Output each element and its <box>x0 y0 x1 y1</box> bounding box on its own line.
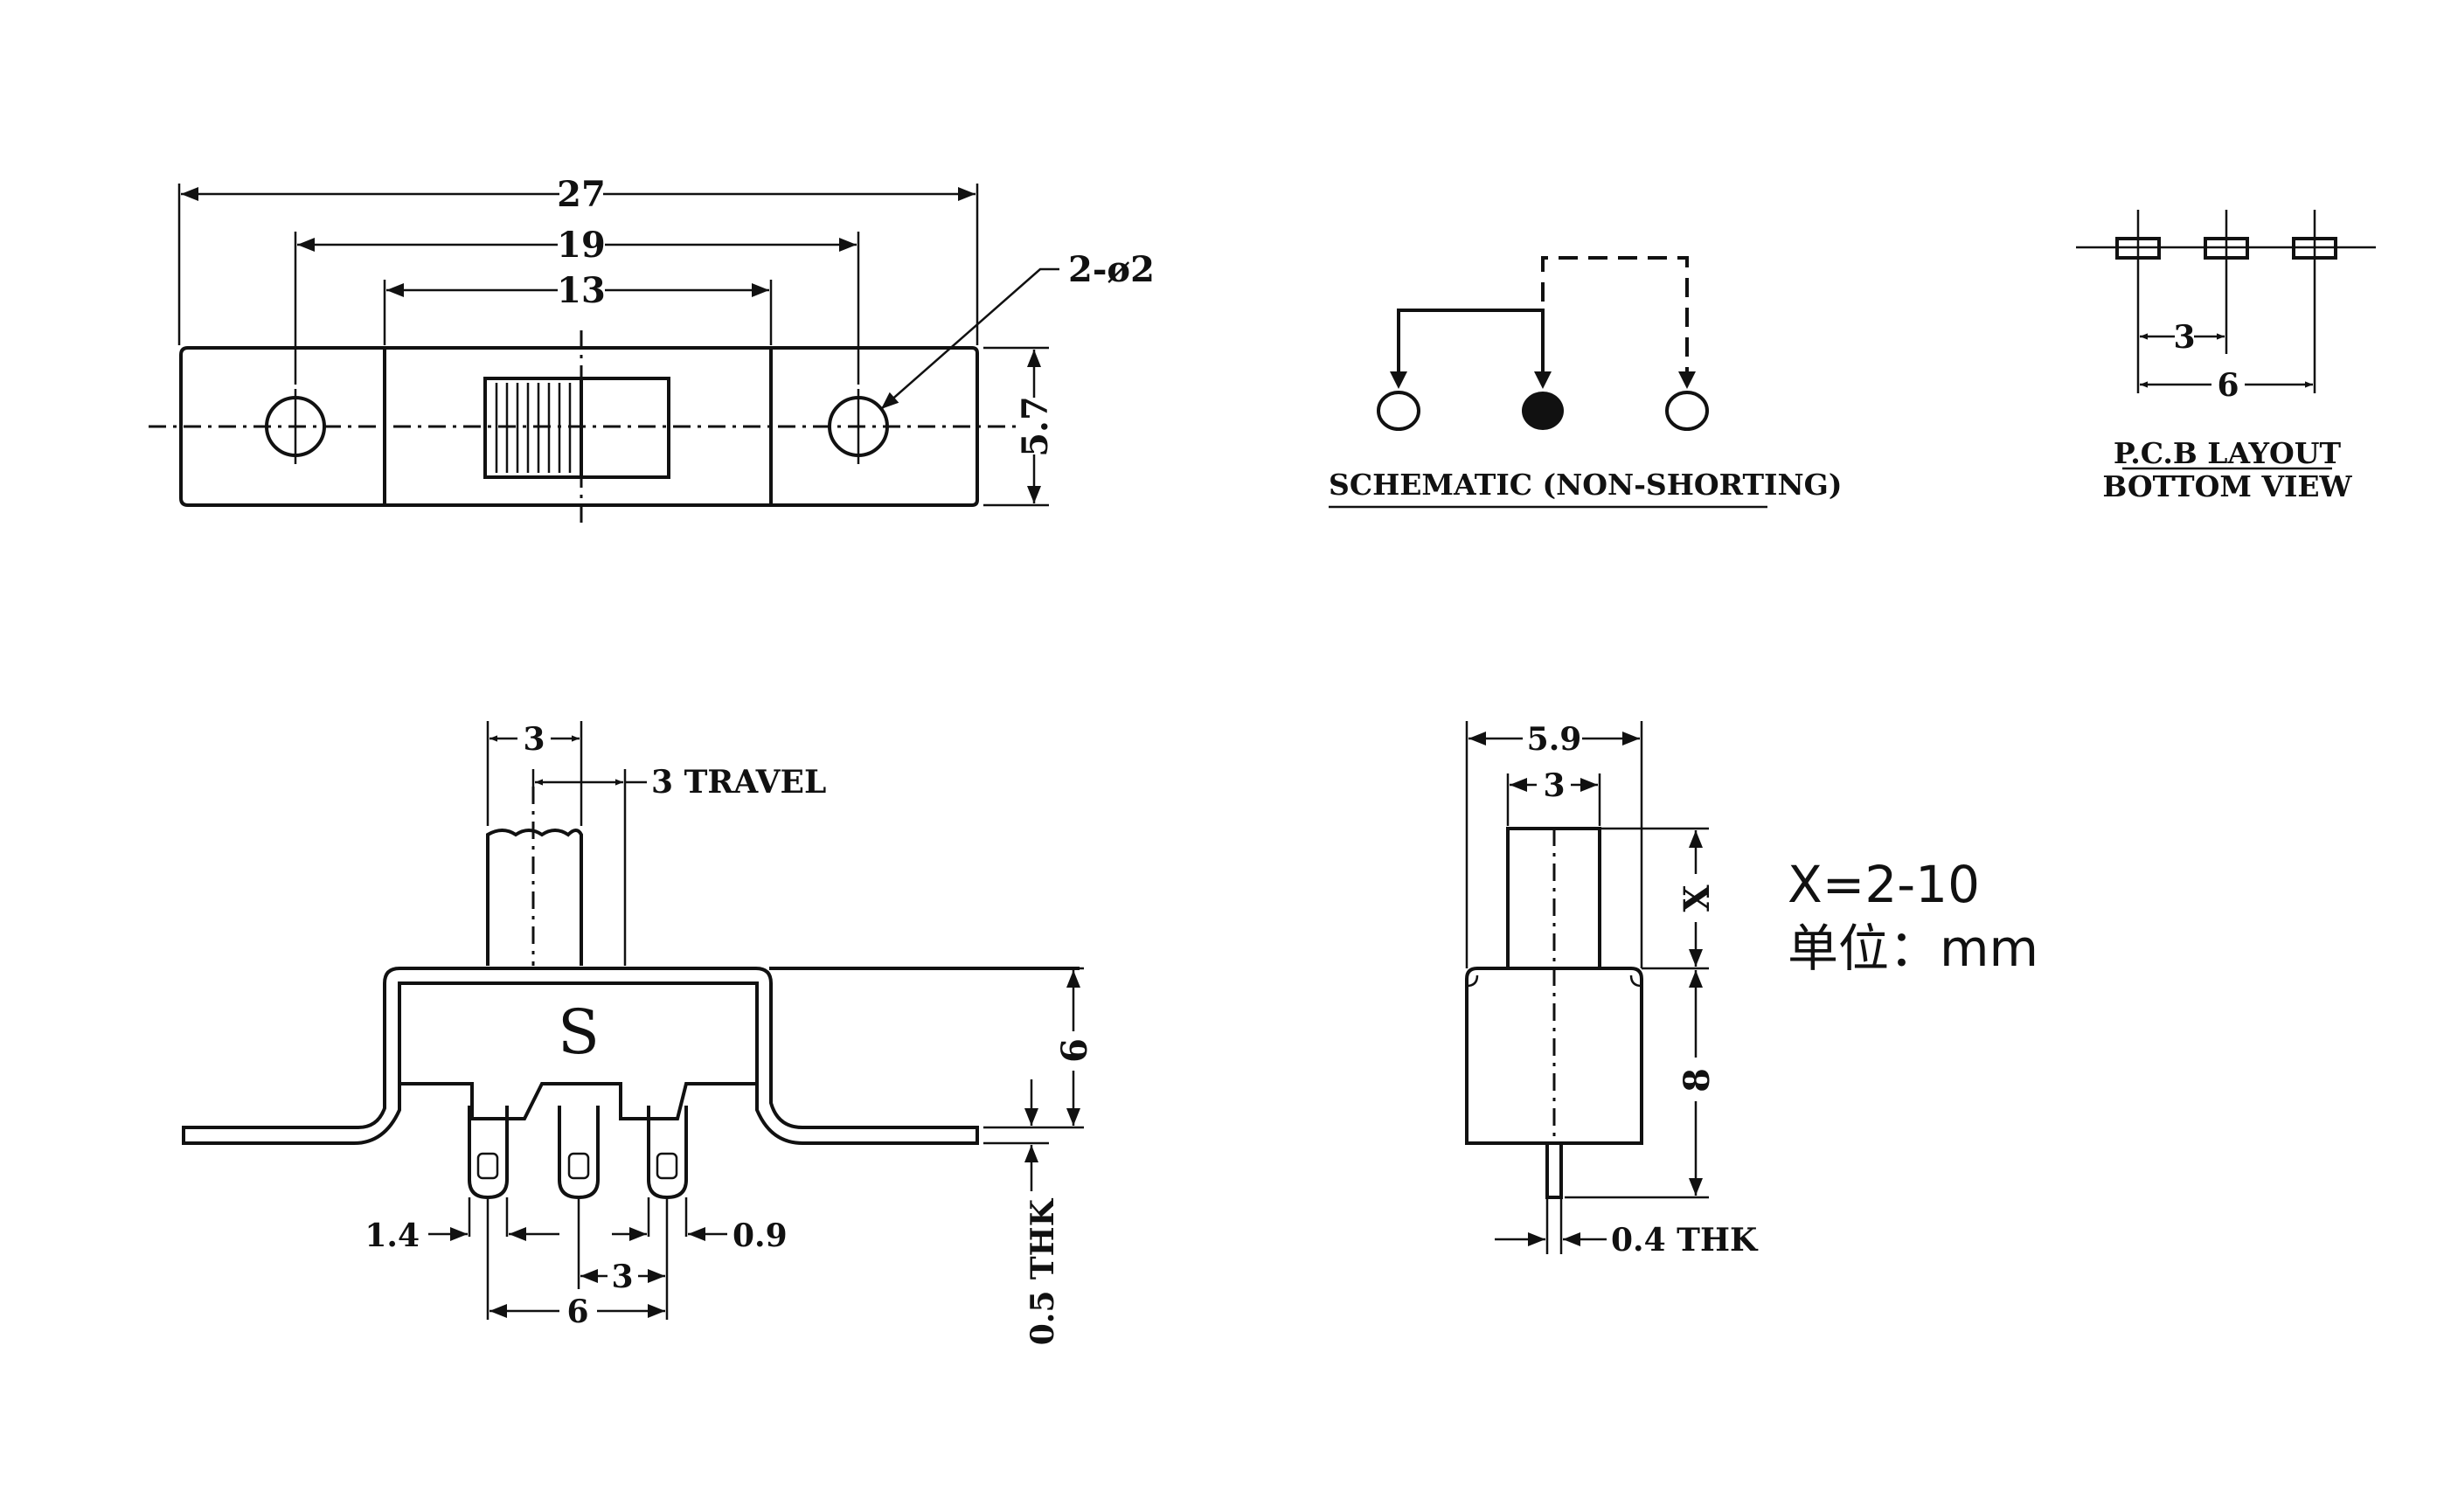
pin-thickness: 0.4 THK <box>1611 1222 1759 1259</box>
hole-callout: 2-ø2 <box>1068 249 1155 290</box>
schematic-solid-contact <box>1397 309 1545 385</box>
front-body-bottom <box>398 1082 757 1120</box>
side-dim-knob: 3 <box>1543 767 1565 804</box>
terminal-right <box>1665 391 1709 431</box>
dim-overall-length: 27 <box>557 174 606 215</box>
notes: X=2-10 单位：mm <box>1788 855 2038 978</box>
top-view: 27 19 13 <box>149 174 1155 529</box>
front-plate-outline <box>182 967 979 1145</box>
dim-pin-width: 1.4 <box>365 1217 420 1254</box>
side-body <box>1465 967 1643 1145</box>
schematic-dashed-contact <box>1541 256 1689 385</box>
terminal-left <box>1377 391 1420 431</box>
schematic-caption: SCHEMATIC (NON-SHORTING) <box>1329 468 1842 502</box>
mounting-plate <box>179 346 979 507</box>
side-view: 5.9 3 X 8 0.4 THK <box>1465 721 1759 1259</box>
pcb-pad-2 <box>2204 237 2249 260</box>
schematic: SCHEMATIC (NON-SHORTING) <box>1329 256 1842 509</box>
dim-height: 5.7 <box>1015 396 1056 457</box>
side-pin <box>1545 1141 1563 1199</box>
pin-center <box>558 1106 600 1200</box>
front-dim-knob: 3 <box>523 721 545 758</box>
side-dim-body-height: 8 <box>1677 1068 1718 1092</box>
dim-body-length: 13 <box>557 270 606 311</box>
dim-body-height: 6 <box>1054 1038 1095 1063</box>
pcb-dim-span: 6 <box>2217 367 2239 404</box>
front-view: 3 3 TRAVEL S <box>182 721 1095 1345</box>
dim-pin-gap: 0.9 <box>733 1217 788 1254</box>
pcb-caption-line2: BOTTOM VIEW <box>2102 469 2352 503</box>
travel-label: 3 TRAVEL <box>651 764 826 801</box>
pcb-dim-pitch: 3 <box>2173 319 2195 356</box>
plate-thickness: 0.5 THK <box>1024 1197 1061 1345</box>
pcb-pad-3 <box>2292 237 2337 260</box>
x-range-note: X=2-10 <box>1788 855 1980 914</box>
dim-pin-pitch: 3 <box>611 1259 633 1295</box>
side-dim-width: 5.9 <box>1527 721 1582 758</box>
dim-pin-span: 6 <box>566 1294 588 1330</box>
pcb-pad-1 <box>2115 237 2161 260</box>
unit-note: 单位：mm <box>1788 919 2038 978</box>
pcb-caption-line1: P.C.B LAYOUT <box>2114 436 2342 470</box>
terminal-common <box>1522 392 1564 430</box>
dim-mount-spacing: 19 <box>557 225 606 266</box>
side-dim-knob-height: X <box>1677 884 1718 912</box>
body-mark: S <box>558 996 600 1068</box>
front-knob <box>486 829 583 966</box>
pcb-layout: 3 6 P.C.B LAYOUT BOTTOM VIEW <box>2076 210 2376 503</box>
